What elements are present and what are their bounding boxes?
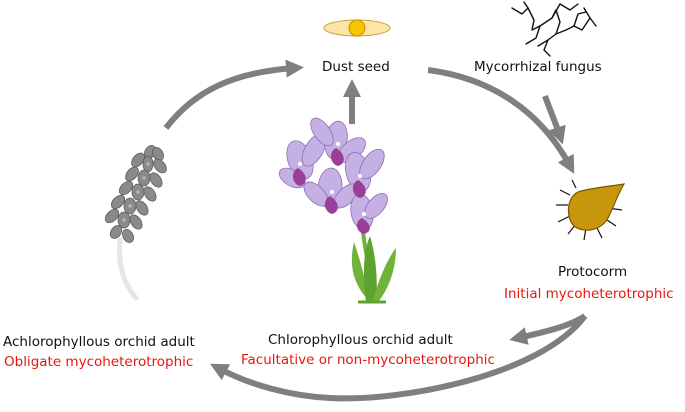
chlorophyllous-orchid-icon: [278, 117, 396, 304]
chlorophyllous-adult-label: Chlorophyllous orchid adult: [268, 332, 453, 348]
achlorophyllous-orchid-icon: [104, 145, 167, 301]
dust-seed-icon: [323, 19, 391, 37]
protocorm-icon: [556, 179, 626, 241]
achlorophyllous-mode-label: Obligate mycoheterotrophic: [4, 354, 194, 370]
fungus-label: Mycorrhizal fungus: [474, 59, 602, 75]
protocorm-label: Protocorm: [558, 264, 628, 280]
arrow-fungus-to-protocorm: [542, 94, 566, 145]
dust-seed-label: Dust seed: [322, 59, 390, 75]
arrow-achloro-to-seed: [163, 59, 304, 130]
achlorophyllous-adult-label: Achlorophyllous orchid adult: [3, 334, 195, 350]
chlorophyllous-mode-label: Facultative or non-mycoheterotrophic: [241, 352, 495, 368]
arrow-chloro-to-achloro: [210, 314, 588, 402]
protocorm-mode-label: Initial mycoheterotrophic: [504, 286, 674, 302]
arrow-seed-to-protocorm: [427, 67, 575, 174]
mycorrhizal-fungus-icon: [511, 1, 597, 57]
